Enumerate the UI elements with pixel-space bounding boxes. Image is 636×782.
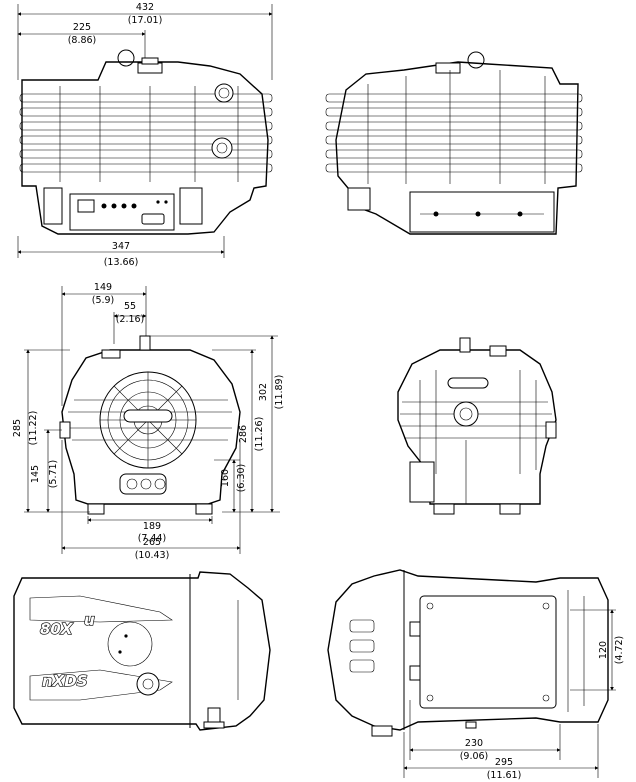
view-front: 149 (5.9) 55 (2.16) xyxy=(12,282,285,561)
dim-port-height: 160 (6.30) xyxy=(214,459,280,513)
dim-mount-spacing: 120 (4.72) xyxy=(570,609,625,691)
dim-text-mm: 286 xyxy=(238,425,249,443)
cooling-fins xyxy=(325,93,583,173)
dim-text-in: (8.86) xyxy=(68,35,97,46)
dim-text-in: (11.61) xyxy=(487,770,522,781)
dim-inlet-offset: 225 (8.86) xyxy=(17,22,146,62)
view-side-right xyxy=(325,51,583,235)
dim-text-in: (2.16) xyxy=(116,314,145,325)
dim-text-in: (11.26) xyxy=(254,417,265,452)
dim-text-in: (13.66) xyxy=(104,257,139,268)
view-rear xyxy=(397,337,557,515)
dim-text-mm: 120 xyxy=(598,641,609,659)
dim-text-mm: 302 xyxy=(258,383,269,401)
logo-80xu: 80X xyxy=(40,620,74,638)
dim-text-mm: 347 xyxy=(112,241,130,252)
dim-text-mm: 230 xyxy=(465,738,483,749)
dim-base-to-centre: 145 (5.71) xyxy=(30,429,62,513)
dim-text-in: (5.71) xyxy=(48,460,59,489)
dim-text-mm: 265 xyxy=(143,537,161,548)
dim-total-height: 302 (11.89) xyxy=(150,335,285,513)
dim-front-overall-width: 265 (10.43) xyxy=(61,440,241,561)
dim-inlet-offset-small: 55 (2.16) xyxy=(113,301,147,344)
dim-text-mm: 295 xyxy=(495,757,513,768)
dim-foot-span: 347 (13.66) xyxy=(17,236,225,268)
view-top: 80X u nXDS xyxy=(13,571,271,731)
dim-text-in: (7.44) xyxy=(138,533,167,544)
dim-height-to-port: 286 (11.26) xyxy=(212,349,265,513)
dim-text-mm: 225 xyxy=(73,22,91,33)
logo-nxds: nXDS xyxy=(42,672,88,690)
dim-text-in: (11.89) xyxy=(274,375,285,410)
dim-text-in: (17.01) xyxy=(128,15,163,26)
dim-mount-span: 230 (9.06) xyxy=(409,700,561,762)
dim-text-mm: 189 xyxy=(143,521,161,532)
dim-text-in: (4.72) xyxy=(614,636,625,665)
dim-text-in: (11.22) xyxy=(28,411,39,446)
dim-overall-width: 432 (17.01) xyxy=(17,2,273,80)
pump-side-body xyxy=(19,49,273,235)
dim-text-in: (6.30) xyxy=(236,464,247,493)
dim-text-mm: 432 xyxy=(136,2,154,13)
dim-side-height: 285 (11.22) xyxy=(12,349,90,513)
dim-text-in: (9.06) xyxy=(460,751,489,762)
dim-text-in: (10.43) xyxy=(135,550,170,561)
dim-text-mm: 285 xyxy=(12,419,23,437)
dim-text-in: (5.9) xyxy=(92,295,115,306)
view-bottom: 120 (4.72) 230 (9.06) 295 (11.61) xyxy=(327,569,625,781)
pump-front-body xyxy=(59,335,241,515)
view-side-left: 432 (17.01) 225 (8.86) xyxy=(17,2,273,268)
dim-overall-depth: 295 (11.61) xyxy=(403,724,599,781)
cooling-fins xyxy=(19,93,273,173)
dim-text-mm: 55 xyxy=(124,301,136,312)
logo-superscript: u xyxy=(84,611,95,629)
dim-text-mm: 145 xyxy=(30,465,41,483)
dim-inlet-from-left: 149 (5.9) xyxy=(61,282,147,406)
dim-text-mm: 160 xyxy=(220,469,231,487)
dim-foot-width: 189 (7.44) xyxy=(87,516,213,544)
dim-text-mm: 149 xyxy=(94,282,112,293)
